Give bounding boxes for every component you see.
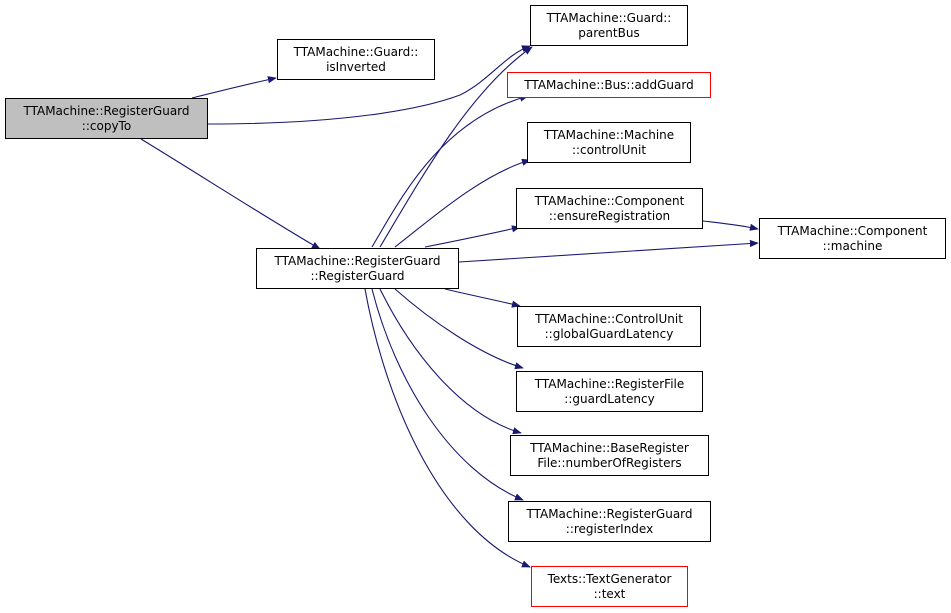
node-machine-controlunit[interactable]: TTAMachine::Machine ::controlUnit xyxy=(527,122,691,163)
node-label-line2: ::controlUnit xyxy=(571,142,647,157)
node-label-line2: ::copyTo xyxy=(81,118,132,133)
node-label-line1: TTAMachine::Guard:: xyxy=(546,10,672,25)
node-component-ensureregistration[interactable]: TTAMachine::Component ::ensureRegistrati… xyxy=(516,188,703,229)
edge-copyTo-ctor xyxy=(140,138,321,250)
node-controlunit-globalguardlatency[interactable]: TTAMachine::ControlUnit ::globalGuardLat… xyxy=(517,306,701,347)
edge-ctor-machine xyxy=(458,239,759,263)
node-label-line1: TTAMachine::BaseRegister xyxy=(530,440,689,455)
edge-ctor-ensureRegistration xyxy=(424,225,521,248)
node-label-line1: TTAMachine::RegisterGuard xyxy=(23,103,190,118)
edge-ctor-controlUnit xyxy=(394,158,531,248)
node-label-line2: isInverted xyxy=(326,59,386,74)
node-registerguard-ctor[interactable]: TTAMachine::RegisterGuard ::RegisterGuar… xyxy=(256,248,459,289)
edge-ctor-registerIndex xyxy=(371,288,524,501)
node-baseregisterfile-numberofregisters[interactable]: TTAMachine::BaseRegister File::numberOfR… xyxy=(510,435,709,476)
node-label-line1: TTAMachine::RegisterFile xyxy=(534,376,685,391)
node-label-line1: TTAMachine::Bus::addGuard xyxy=(524,77,694,92)
node-registerguard-registerindex[interactable]: TTAMachine::RegisterGuard ::registerInde… xyxy=(508,501,711,542)
node-label-line1: Texts::TextGenerator xyxy=(547,571,672,586)
node-guard-parentbus[interactable]: TTAMachine::Guard:: parentBus xyxy=(530,5,688,46)
node-label-line2: ::machine xyxy=(822,238,883,253)
node-label-line1: TTAMachine::Component xyxy=(777,223,928,238)
edge-ctor-parentBus xyxy=(379,46,533,248)
node-label-line1: TTAMachine::Guard:: xyxy=(293,44,419,59)
node-component-machine[interactable]: TTAMachine::Component ::machine xyxy=(759,218,946,259)
node-label-line1: TTAMachine::RegisterGuard xyxy=(274,253,441,268)
edge-ctor-numberOfRegisters xyxy=(379,288,522,435)
node-label-line2: File::numberOfRegisters xyxy=(537,455,682,470)
edge-ctor-addGuard xyxy=(371,94,529,248)
node-guard-isinverted[interactable]: TTAMachine::Guard:: isInverted xyxy=(277,39,435,80)
node-bus-addguard[interactable]: TTAMachine::Bus::addGuard xyxy=(507,72,711,98)
node-label-line2: ::text xyxy=(593,586,626,601)
node-registerguard-copyto[interactable]: TTAMachine::RegisterGuard ::copyTo xyxy=(5,98,208,139)
node-label-line1: TTAMachine::RegisterGuard xyxy=(526,506,693,521)
node-label-line1: TTAMachine::Component xyxy=(534,193,685,208)
node-registerfile-guardlatency[interactable]: TTAMachine::RegisterFile ::guardLatency xyxy=(516,371,703,412)
node-label-line2: ::RegisterGuard xyxy=(310,268,405,283)
node-label-line2: ::globalGuardLatency xyxy=(544,326,674,341)
edge-copyTo-isInverted xyxy=(191,76,277,99)
edge-ctor-text xyxy=(364,288,531,568)
node-textgenerator-text[interactable]: Texts::TextGenerator ::text xyxy=(531,566,688,607)
edge-ctor-guardLatency xyxy=(394,288,524,370)
edge-ensure-machine xyxy=(702,220,759,231)
node-label-line1: TTAMachine::ControlUnit xyxy=(535,311,683,326)
node-label-line2: parentBus xyxy=(578,25,640,40)
edge-copyTo-parentBus xyxy=(207,45,531,125)
node-label-line2: ::guardLatency xyxy=(564,391,655,406)
node-label-line2: ::ensureRegistration xyxy=(548,208,671,223)
node-label-line2: ::registerIndex xyxy=(565,521,654,536)
edge-ctor-globalGuardLatency xyxy=(444,288,521,308)
node-label-line1: TTAMachine::Machine xyxy=(543,127,675,142)
